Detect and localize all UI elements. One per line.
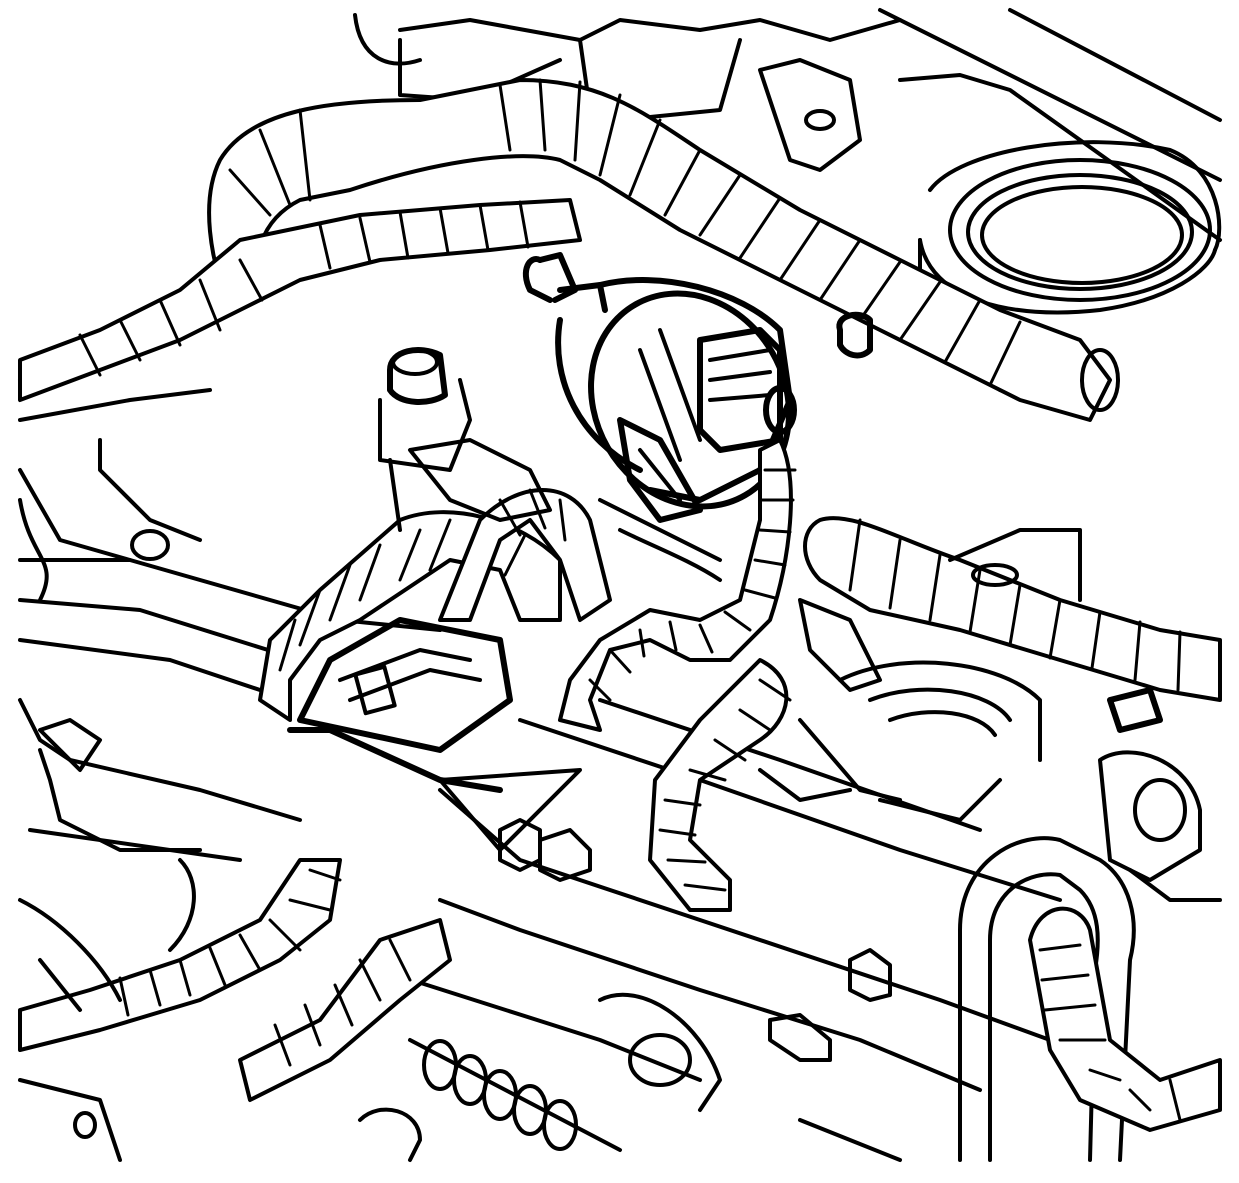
main-harness-right — [803, 516, 1222, 702]
left-harness — [18, 198, 582, 402]
intake-manifold-rail — [18, 558, 1062, 1092]
lower-engine-details — [18, 858, 902, 1162]
harness-clips — [408, 438, 892, 1062]
harness-to-connector — [258, 488, 612, 722]
lower-harness — [18, 858, 452, 1102]
lower-right-hose — [958, 750, 1222, 1162]
loop-harness — [648, 658, 792, 912]
mounting-bolt — [378, 311, 1163, 733]
sensor-body — [522, 252, 793, 510]
inline-connector — [287, 617, 582, 852]
sensor-bracket — [598, 498, 1042, 822]
pigtail-harness — [558, 438, 797, 732]
